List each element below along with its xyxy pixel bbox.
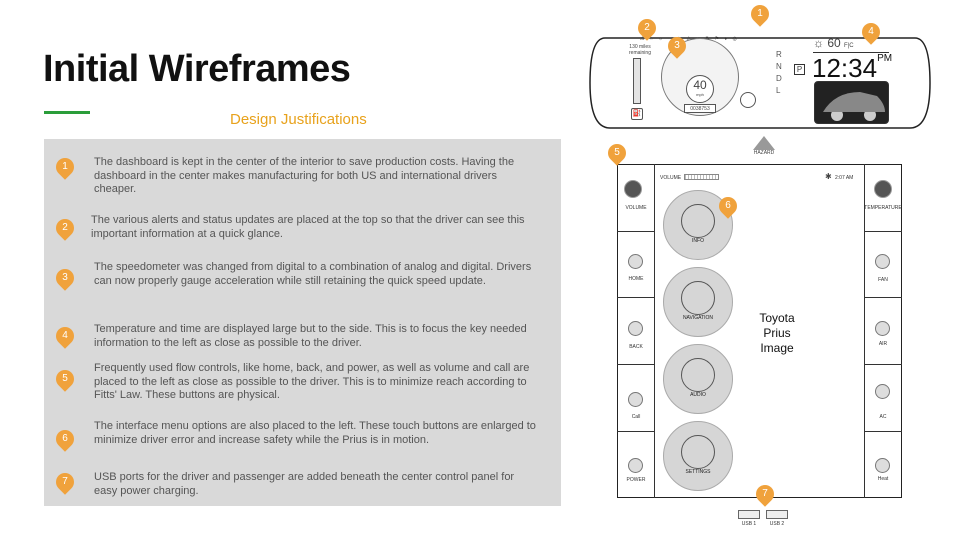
home-label: HOME (617, 276, 655, 282)
outside-temp: ☼ 60 F|C (813, 36, 854, 50)
pin-marker: 4 (52, 323, 77, 348)
power-label: POWER (617, 477, 655, 483)
fuel-icon: ⛽ (631, 108, 643, 120)
justification-text: The speedometer was changed from digital… (94, 261, 539, 288)
pin-marker-5: 5 (604, 140, 629, 165)
title-underline (44, 111, 90, 114)
temperature-knob[interactable] (874, 180, 892, 198)
volume-label: VOLUME (660, 175, 681, 181)
pin-marker-3: 3 (664, 33, 689, 58)
justification-text: Frequently used flow controls, like home… (94, 362, 539, 403)
pin-marker-1: 1 (747, 1, 772, 26)
bluetooth-icon: ✱ (825, 172, 832, 181)
call-button[interactable] (628, 392, 643, 407)
pin-marker-2: 2 (634, 15, 659, 40)
console-clock: 2:07 AM (835, 175, 853, 181)
back-label: BACK (617, 344, 655, 350)
justifications-panel: 1 The dashboard is kept in the center of… (44, 139, 561, 506)
justification-text: USB ports for the driver and passenger a… (94, 471, 539, 498)
menu-audio-button[interactable]: AUDIO (663, 344, 733, 414)
fuel-gauge (633, 58, 641, 104)
page-title: Initial Wireframes (43, 48, 350, 91)
ac-label: AC (864, 414, 902, 420)
temperature-label: TEMPERATURE (862, 205, 904, 211)
call-label: Call (617, 414, 655, 420)
justification-text: Temperature and time are displayed large… (94, 323, 539, 350)
pin-marker: 2 (52, 215, 77, 240)
menu-settings-button[interactable]: SETTINGS (663, 421, 733, 491)
pin-marker: 7 (52, 469, 77, 494)
hazard-button[interactable] (753, 136, 775, 150)
eco-indicator-icon (740, 92, 756, 108)
usb-port-1[interactable] (738, 510, 760, 519)
ac-button[interactable] (875, 384, 890, 399)
heat-label: Heat (864, 476, 902, 482)
temperature-cell (864, 164, 902, 232)
fan-label: FAN (864, 277, 902, 283)
usb-1-label: USB 1 (734, 521, 764, 527)
menu-navigation-button[interactable]: NAVIGATION (663, 267, 733, 337)
volume-cell (617, 164, 655, 232)
volume-knob-label: VOLUME (617, 205, 655, 211)
heat-button[interactable] (875, 458, 890, 473)
subtitle: Design Justifications (230, 111, 367, 128)
pin-marker: 3 (52, 265, 77, 290)
justification-text: The dashboard is kept in the center of t… (94, 156, 539, 197)
volume-bar[interactable] (684, 174, 719, 180)
usb-port-2[interactable] (766, 510, 788, 519)
justification-text: The various alerts and status updates ar… (91, 214, 536, 241)
pin-marker: 1 (52, 154, 77, 179)
gear-park: P (794, 64, 805, 75)
speed-readout: 40 mph (686, 75, 714, 103)
pin-marker: 6 (52, 426, 77, 451)
power-button[interactable] (628, 458, 643, 473)
home-button[interactable] (628, 254, 643, 269)
odometer: 0038753 (684, 104, 716, 113)
clock: 12:34PM (812, 53, 892, 84)
car-image (814, 81, 889, 124)
volume-knob[interactable] (624, 180, 642, 198)
air-button[interactable] (875, 321, 890, 336)
fan-button[interactable] (875, 254, 890, 269)
pin-marker-7: 7 (752, 481, 777, 506)
air-label: AIR (864, 341, 902, 347)
pin-marker: 5 (52, 366, 77, 391)
pin-marker-4: 4 (858, 19, 883, 44)
pin-marker-6: 6 (715, 193, 740, 218)
hazard-label: HAZARD (748, 150, 780, 156)
usb-2-label: USB 2 (762, 521, 792, 527)
justification-text: The interface menu options are also plac… (94, 420, 539, 447)
back-button[interactable] (628, 321, 643, 336)
